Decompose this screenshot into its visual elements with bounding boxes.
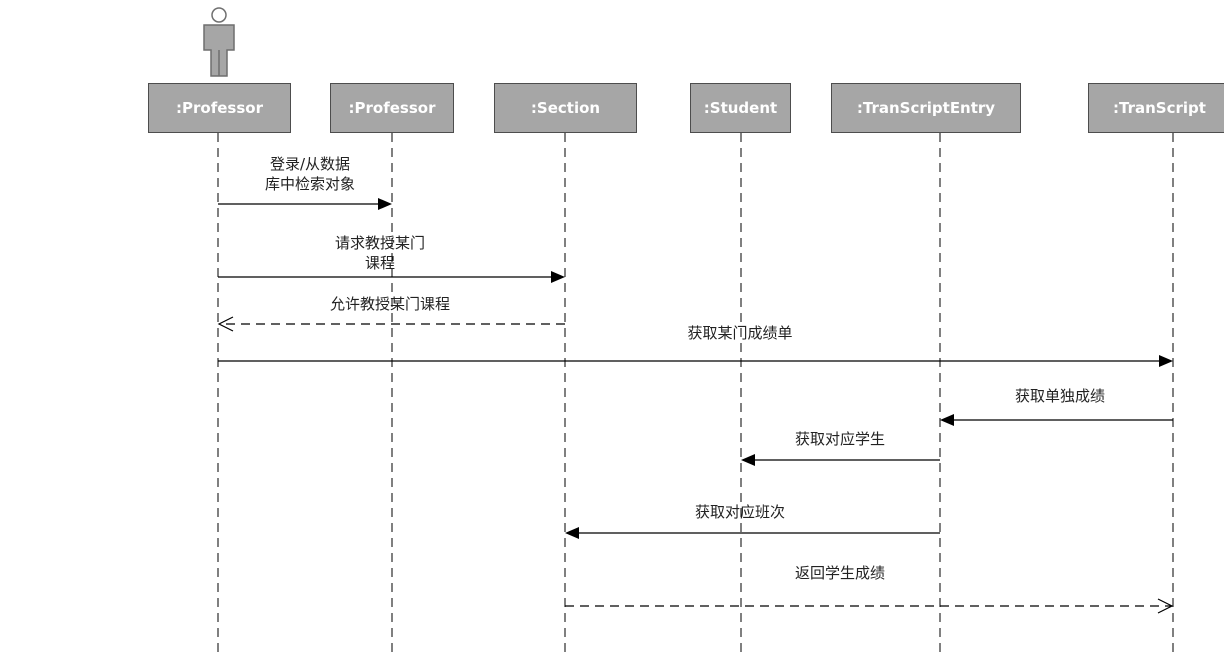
message-label-5: 获取单独成绩 bbox=[1014, 387, 1105, 405]
message-arrow-6 bbox=[741, 454, 940, 466]
message-label-4: 获取某门成绩单 bbox=[687, 324, 793, 342]
lifeline-box-section: :Section bbox=[494, 83, 637, 133]
actor-person-icon bbox=[203, 7, 235, 77]
message-arrow-5 bbox=[940, 414, 1173, 426]
message-arrow-3 bbox=[217, 316, 565, 332]
lifeline-box-professor-1: :Professor bbox=[148, 83, 291, 133]
message-arrow-8 bbox=[565, 598, 1174, 614]
lifeline-box-professor-2: :Professor bbox=[330, 83, 454, 133]
lifeline-box-transcript: :TranScript bbox=[1088, 83, 1224, 133]
message-arrow-4 bbox=[218, 355, 1173, 367]
message-label-7: 获取对应班次 bbox=[694, 503, 785, 521]
message-label-3: 允许教授某门课程 bbox=[329, 295, 450, 313]
message-arrow-2 bbox=[218, 271, 565, 283]
message-label-2: 请求教授某门 课程 bbox=[334, 234, 425, 272]
message-arrow-1 bbox=[218, 198, 392, 210]
message-label-1: 登录/从数据 库中检索对象 bbox=[264, 155, 355, 193]
lifeline-box-transcriptentry: :TranScriptEntry bbox=[831, 83, 1021, 133]
lifeline-box-student: :Student bbox=[690, 83, 791, 133]
message-label-8: 返回学生成绩 bbox=[794, 564, 885, 582]
message-arrow-7 bbox=[565, 527, 940, 539]
message-label-6: 获取对应学生 bbox=[794, 430, 885, 448]
